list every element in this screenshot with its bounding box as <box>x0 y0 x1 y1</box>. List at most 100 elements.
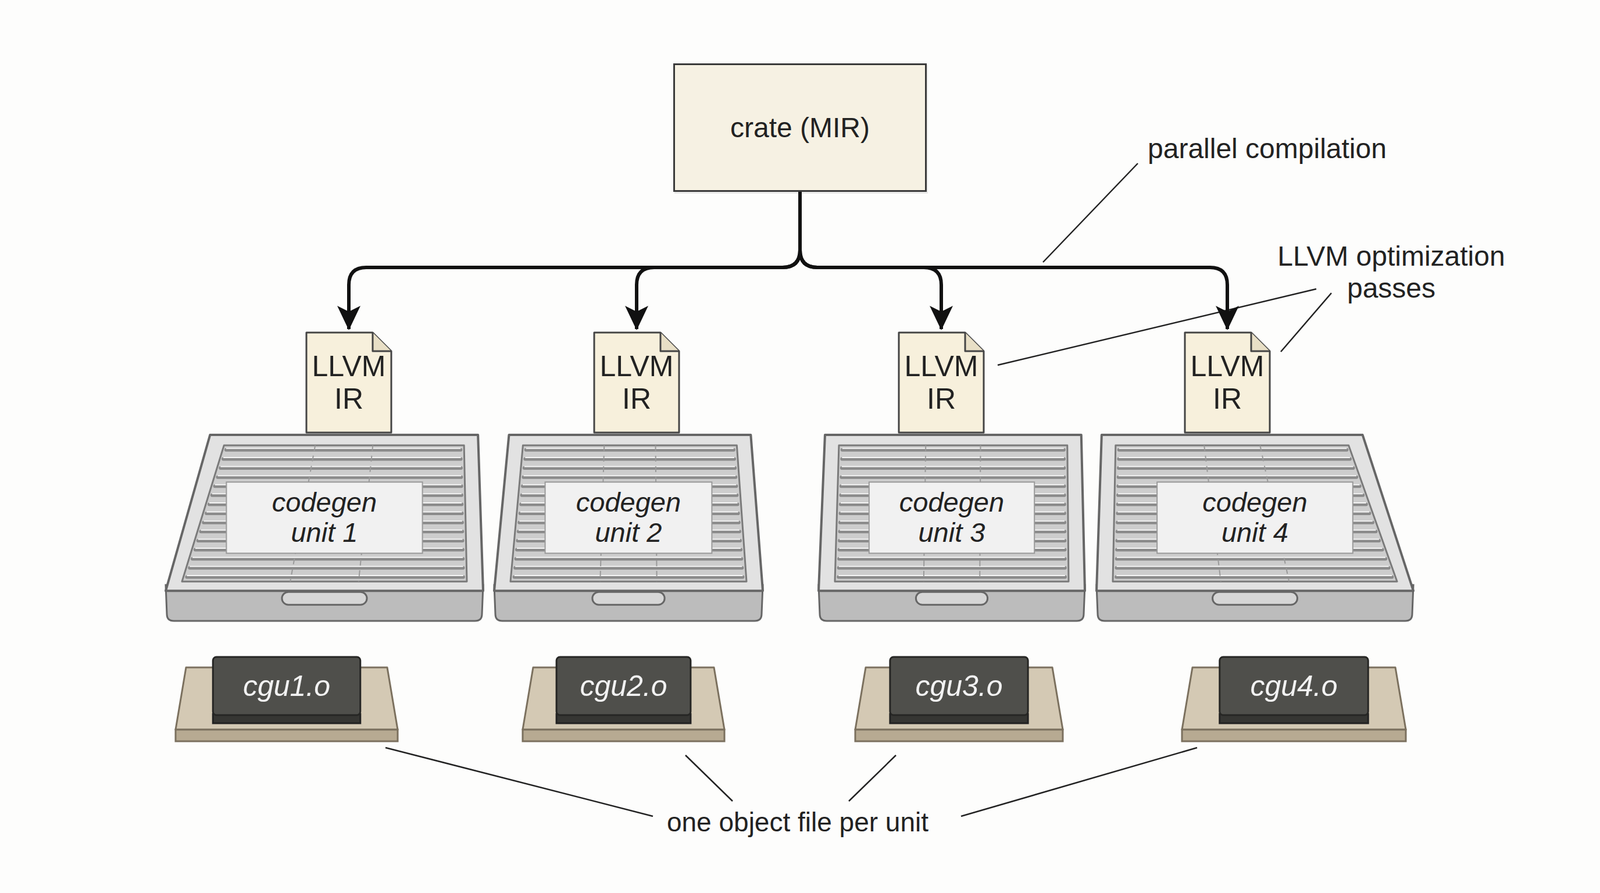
grill-bar <box>217 475 462 480</box>
text-area: cgu4.o <box>1219 656 1369 716</box>
grill-highlight <box>1118 466 1353 468</box>
object-file: cgu4.o <box>1179 654 1409 745</box>
ir-document: LLVM IR <box>897 331 985 434</box>
label-panel <box>1156 481 1353 553</box>
grill-highlight <box>841 456 1064 459</box>
grill-highlight <box>841 475 1064 477</box>
tray-handle <box>915 591 988 605</box>
chip-face <box>556 656 691 716</box>
grill-bar <box>1116 566 1389 570</box>
connector-arrow <box>636 191 800 330</box>
grill-bar <box>514 575 744 579</box>
codegen-tray: codegen unit 2 <box>489 426 768 625</box>
ir-document: LLVM IR <box>305 331 393 434</box>
file-name: cgu2.o <box>579 669 667 703</box>
grill-highlight <box>838 556 1065 559</box>
process-box: crate (MIR) <box>673 63 927 192</box>
grill-bar <box>223 456 462 461</box>
grill-highlight <box>189 565 463 567</box>
grill-bar <box>186 575 463 579</box>
document-fold <box>660 332 680 352</box>
grill-highlight <box>1119 447 1348 449</box>
grill-bar <box>1116 575 1392 579</box>
grill-highlight <box>220 466 462 468</box>
grill-highlight <box>1118 456 1350 459</box>
document-sheet <box>306 332 392 433</box>
grill-bar <box>189 566 463 570</box>
base-plate <box>522 667 725 730</box>
grill-bar <box>523 475 736 480</box>
grill-bar <box>1118 475 1357 480</box>
text-area: cgu2.o <box>556 656 691 716</box>
leader-line <box>1280 293 1332 352</box>
tray-rim <box>494 434 763 591</box>
grill-highlight <box>526 447 734 449</box>
ir-document: LLVM IR <box>593 331 681 434</box>
node-label: LLVM IR <box>1185 350 1270 416</box>
tray-rim <box>818 434 1085 591</box>
grill-highlight <box>525 456 735 459</box>
text-area: LLVM IR <box>593 331 681 434</box>
leader-line <box>685 755 733 802</box>
grill-highlight <box>841 466 1064 468</box>
grill-highlight <box>514 575 744 577</box>
callout-label: parallel compilation <box>1147 132 1387 165</box>
chip-face <box>212 656 361 716</box>
leader-line <box>961 747 1198 817</box>
text-area: LLVM IR <box>1183 331 1271 434</box>
edge-group <box>348 191 1228 330</box>
base-plate <box>175 667 398 730</box>
leader-line <box>1043 163 1138 263</box>
grill-highlight <box>1116 556 1386 559</box>
grill-bar <box>515 566 742 570</box>
tray-bed <box>181 445 467 582</box>
document-fold <box>372 332 392 352</box>
tray-rim <box>165 434 484 591</box>
base-plate-edge <box>175 729 398 742</box>
tray-handle <box>281 591 367 605</box>
grill-highlight <box>838 575 1066 577</box>
node-label: codegen unit 4 <box>1192 487 1318 549</box>
grill-bar <box>842 448 1064 452</box>
ir-document: LLVM IR <box>1183 331 1271 434</box>
grill-bar <box>525 456 735 461</box>
grill-highlight <box>524 466 735 468</box>
base-plate-edge <box>855 729 1063 742</box>
grill-highlight <box>217 475 462 477</box>
grill-highlight <box>186 575 463 577</box>
object-file: cgu1.o <box>173 654 400 745</box>
tray-handle <box>1212 591 1298 605</box>
grill-highlight <box>192 556 463 559</box>
base-plate <box>1181 667 1406 730</box>
node-label: codegen unit 1 <box>261 487 387 549</box>
grill-bar <box>1118 456 1350 461</box>
tray-bed <box>510 445 747 582</box>
grill-bar <box>841 475 1064 480</box>
grill-highlight <box>523 475 736 477</box>
connector-arrow <box>800 191 942 330</box>
node-label: codegen unit 2 <box>565 487 691 549</box>
grill-bar <box>192 556 463 561</box>
grill-highlight <box>1116 575 1392 577</box>
object-file: cgu2.o <box>520 654 727 745</box>
text-area: crate (MIR) <box>675 65 925 191</box>
text-area: codegen unit 2 <box>545 481 713 553</box>
grill-highlight <box>226 447 461 449</box>
node-label: LLVM IR <box>899 350 984 416</box>
document-fold <box>965 332 984 352</box>
callout-label: LLVM optimization passes <box>1263 240 1520 305</box>
text-area: LLVM IR <box>897 331 985 434</box>
text-area: codegen unit 4 <box>1156 481 1353 553</box>
grill-bar <box>1118 466 1353 470</box>
grill-highlight <box>223 456 462 459</box>
object-file: cgu3.o <box>852 654 1066 745</box>
grill-bar <box>516 556 742 561</box>
base-plate-edge <box>522 729 725 742</box>
grill-bar <box>838 575 1066 579</box>
grill-highlight <box>1116 565 1389 567</box>
callout-label: one object file per unit <box>646 806 949 838</box>
base-plate <box>855 667 1063 730</box>
connector-arrow <box>800 191 1228 330</box>
tray-bed <box>1112 445 1398 582</box>
